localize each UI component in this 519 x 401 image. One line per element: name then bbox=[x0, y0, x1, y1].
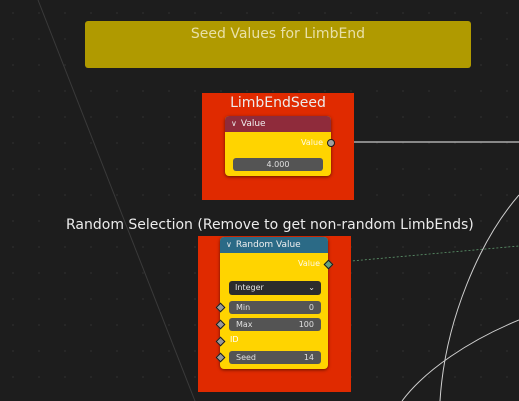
max-value: 100 bbox=[298, 320, 314, 329]
background-wire-a bbox=[439, 194, 519, 401]
data-type-value: Integer bbox=[235, 283, 264, 292]
id-label: ID bbox=[230, 335, 239, 344]
limb-end-seed-frame-label: LimbEndSeed bbox=[230, 95, 326, 111]
max-field[interactable]: Max 100 bbox=[229, 318, 321, 331]
min-label: Min bbox=[236, 303, 251, 312]
chevron-down-icon: ⌄ bbox=[308, 283, 315, 292]
chevron-down-icon[interactable]: ∨ bbox=[231, 119, 237, 128]
random-value-node-header[interactable]: ∨ Random Value bbox=[220, 237, 328, 253]
note-frame-label: Seed Values for LimbEnd bbox=[190, 26, 366, 42]
min-value: 0 bbox=[308, 303, 314, 312]
random-selection-frame-label: Random Selection (Remove to get non-rand… bbox=[66, 217, 474, 233]
value-field-value: 4.000 bbox=[266, 160, 290, 169]
max-label: Max bbox=[236, 320, 253, 329]
note-frame[interactable]: Seed Values for LimbEnd bbox=[85, 21, 471, 68]
random-value-node[interactable]: ∨ Random Value Value Integer ⌄ Min 0 Max… bbox=[215, 237, 334, 369]
value-node-title: Value bbox=[240, 119, 266, 129]
seed-field[interactable]: Seed 14 bbox=[229, 351, 321, 364]
data-type-dropdown[interactable]: Integer ⌄ bbox=[229, 281, 321, 295]
seed-value: 14 bbox=[303, 353, 314, 362]
value-output-socket[interactable] bbox=[327, 139, 335, 147]
chevron-down-icon[interactable]: ∨ bbox=[226, 240, 232, 249]
value-node-header[interactable]: ∨ Value bbox=[225, 116, 331, 132]
value-node[interactable]: ∨ Value Value 4.000 bbox=[225, 116, 335, 176]
min-field[interactable]: Min 0 bbox=[229, 301, 321, 314]
background-wire-c bbox=[37, 0, 196, 401]
value-output-label: Value bbox=[301, 138, 323, 147]
value-field[interactable]: 4.000 bbox=[233, 158, 323, 171]
random-value-output-label: Value bbox=[298, 259, 320, 268]
seed-label: Seed bbox=[236, 353, 256, 362]
random-value-output-wire bbox=[328, 245, 519, 264]
background-wire-b bbox=[401, 319, 519, 401]
random-value-node-title: Random Value bbox=[235, 240, 301, 250]
